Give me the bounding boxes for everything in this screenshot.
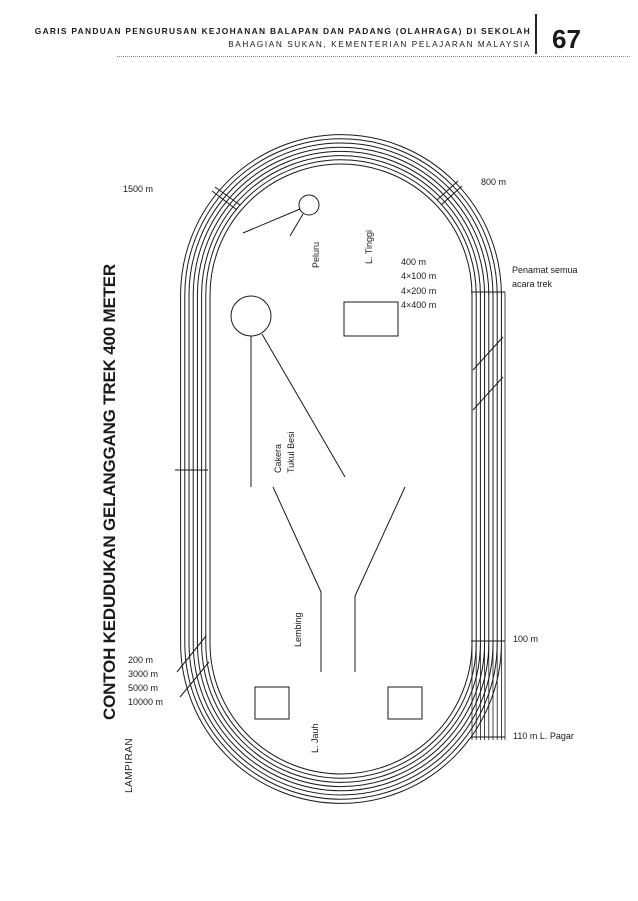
shot-put-sector-right: [289, 213, 304, 237]
start-line-1500-b: [211, 190, 238, 211]
label-hammer: Tukul Besi: [286, 431, 296, 473]
header-subtitle: BAHAGIAN SUKAN, KEMENTERIAN PELAJARAN MA…: [228, 40, 531, 49]
label-10000: 10000 m: [128, 697, 163, 707]
lane-line: [192, 146, 490, 792]
lane-line: [205, 159, 477, 779]
label-800: 800 m: [481, 177, 506, 187]
javelin-sector-right: [354, 486, 406, 597]
sprint-extension: [471, 292, 506, 740]
shot-put-circle: [298, 194, 320, 216]
track-markings: [175, 180, 505, 738]
diagram-labels: 1500 m 800 m 400 m 4×100 m 4×200 m 4×400…: [123, 177, 578, 753]
relay-mark-1: [472, 336, 504, 371]
label-javelin: Lembing: [293, 612, 303, 647]
discus-sector-right: [261, 333, 346, 478]
label-high-jump: L. Tinggi: [364, 230, 374, 264]
long-jump-pit-right: [387, 686, 423, 720]
label-4x400: 4×400 m: [401, 300, 436, 310]
label-finish-2: acara trek: [512, 279, 553, 289]
lane-line: [188, 142, 494, 796]
label-100: 100 m: [513, 634, 538, 644]
track-lanes: [180, 134, 502, 804]
header-dotted-rule: [117, 56, 630, 57]
lane-line: [196, 150, 486, 788]
label-discus: Cakera: [273, 444, 283, 473]
field-events: [230, 194, 423, 720]
javelin-sector-left: [272, 486, 322, 593]
lane-line: [180, 134, 502, 804]
page-number: 67: [552, 24, 581, 54]
header-title: GARIS PANDUAN PENGURUSAN KEJOHANAN BALAP…: [34, 26, 531, 36]
label-200: 200 m: [128, 655, 153, 665]
lane-line: [184, 138, 498, 800]
lane-line: [201, 155, 481, 783]
discus-hammer-circle: [230, 295, 272, 337]
long-jump-pit-left: [254, 686, 290, 720]
label-4x100: 4×100 m: [401, 271, 436, 281]
label-shot-put: Peluru: [311, 242, 321, 268]
label-1500: 1500 m: [123, 184, 153, 194]
label-110h: 110 m L. Pagar: [513, 731, 574, 741]
header-divider: [535, 14, 537, 54]
label-long-jump: L. Jauh: [310, 723, 320, 753]
start-line-200-b: [179, 661, 210, 698]
start-line-800: [436, 180, 459, 201]
lane-line: [209, 163, 473, 775]
start-line-800-b: [440, 185, 463, 206]
relay-mark-2: [472, 376, 504, 411]
high-jump-mat: [343, 301, 399, 337]
label-400: 400 m: [401, 257, 426, 267]
label-4x200: 4×200 m: [401, 286, 436, 296]
start-line-200: [176, 635, 207, 673]
start-line-1500: [214, 186, 241, 206]
label-finish-1: Penamat semua: [512, 265, 578, 275]
label-3000: 3000 m: [128, 669, 158, 679]
label-5000: 5000 m: [128, 683, 158, 693]
shot-put-sector-left: [242, 208, 301, 234]
